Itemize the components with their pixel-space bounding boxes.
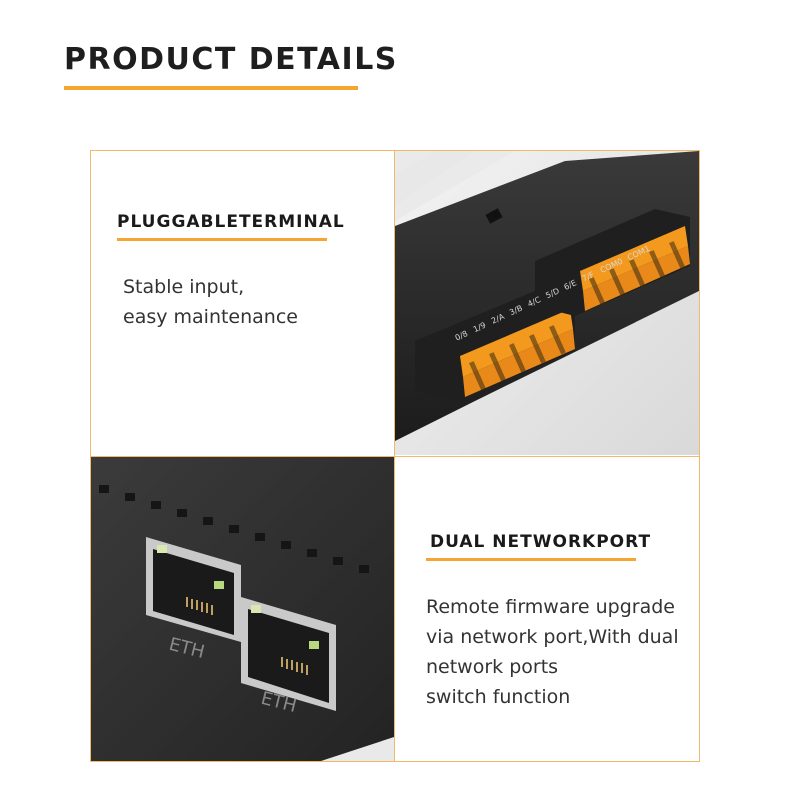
ethernet-port-1 [146,537,241,642]
dual-networkport-description: Remote firmware upgrade via network port… [426,592,679,712]
description-line: via network port,With dual [426,626,679,648]
description-line: network ports [426,656,559,678]
dual-networkport-title: DUAL NETWORKPORT [430,532,652,552]
ethernet-illustration: ETH ETH [91,457,394,761]
description-line: easy maintenance [123,306,298,328]
title-underline [64,86,358,90]
terminal-block-right [535,209,690,316]
dual-networkport-underline [426,558,636,561]
terminal-illustration: 0/8 1/9 2/A 3/B 4/C 5/D 6/E 7/F COM0 COM… [395,151,699,455]
pluggable-terminal-description: Stable input, easy maintenance [123,272,298,332]
page-title: PRODUCT DETAILS [64,42,398,77]
frame-divider-horizontal [90,456,700,457]
description-line: Remote firmware upgrade [426,596,675,618]
ethernet-port-2 [241,597,336,711]
pluggable-terminal-title: PLUGGABLETERMINAL [117,212,345,232]
terminal-photo: 0/8 1/9 2/A 3/B 4/C 5/D 6/E 7/F COM0 COM… [395,151,699,455]
description-line: Stable input, [123,276,245,298]
ethernet-photo: ETH ETH [91,457,394,761]
description-line: switch function [426,686,571,708]
pluggable-terminal-underline [117,238,327,241]
